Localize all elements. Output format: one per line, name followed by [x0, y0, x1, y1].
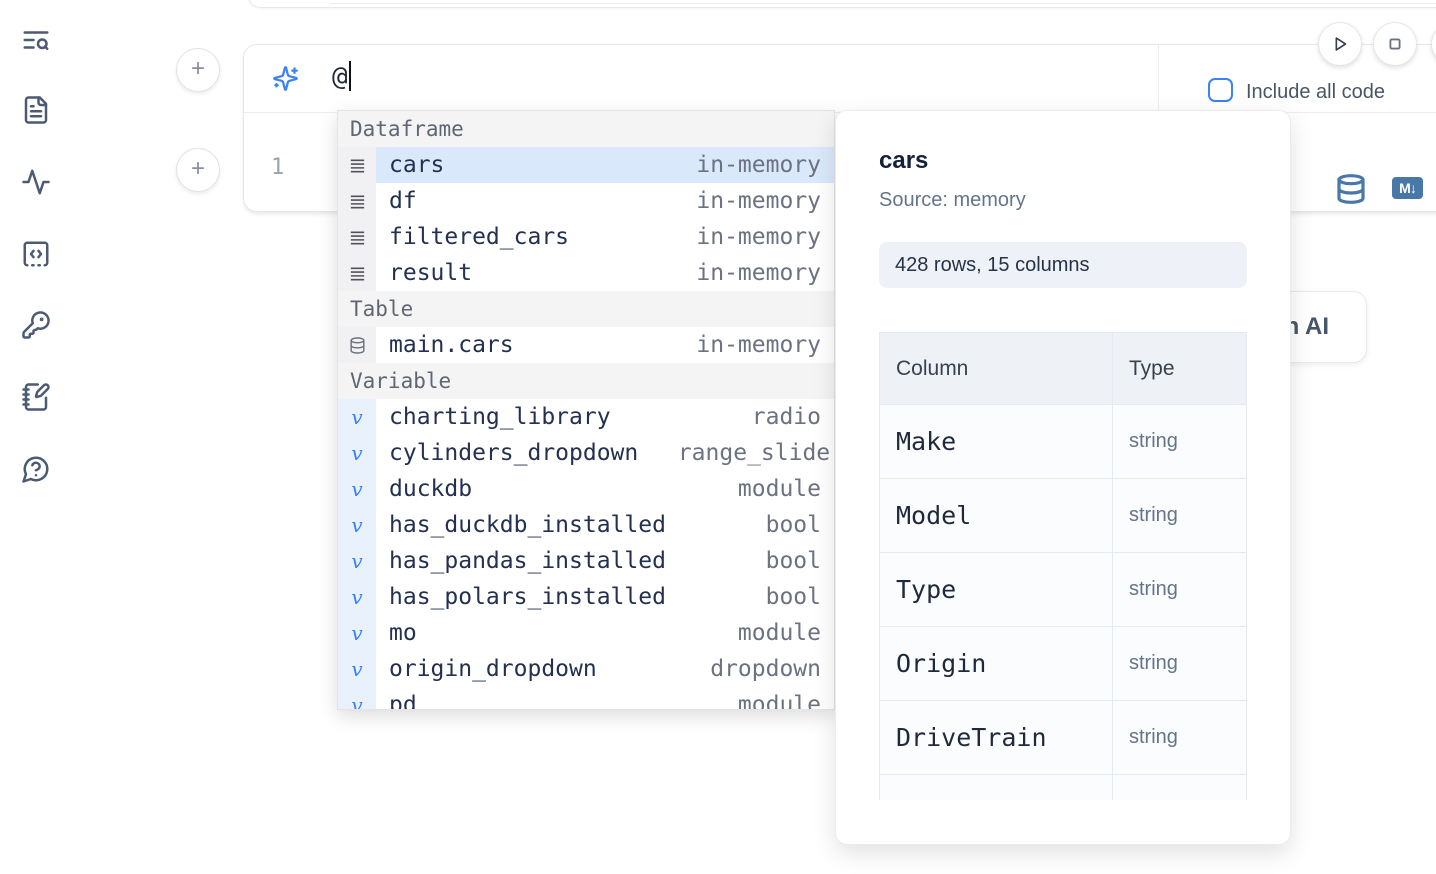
include-all-code-label: Include all code	[1246, 81, 1385, 103]
activity-icon[interactable]	[21, 167, 51, 197]
add-cell-above-button[interactable]: +	[176, 48, 220, 92]
section-header-table: Table	[338, 291, 834, 327]
key-icon[interactable]	[21, 310, 51, 340]
notebook-pen-icon[interactable]	[21, 382, 51, 412]
prompt-divider	[1158, 45, 1159, 113]
datasource-icon[interactable]	[1335, 173, 1367, 205]
schema-header-type: Type	[1112, 332, 1247, 405]
variable-icon: v	[338, 579, 376, 615]
table-row: Origin string	[879, 626, 1247, 701]
stop-button[interactable]	[1373, 22, 1417, 66]
preview-shape-badge: 428 rows, 15 columns	[879, 242, 1247, 288]
database-icon	[338, 327, 376, 363]
code-editor-row[interactable]: 1	[244, 113, 1436, 212]
dataframe-icon	[338, 147, 376, 183]
previous-cell-divider	[330, 3, 1436, 4]
variable-icon: v	[338, 399, 376, 435]
play-icon	[1335, 37, 1347, 51]
schema-table-wrap: Column Type Make string Model string Typ…	[879, 332, 1247, 800]
previous-cell-edge	[247, 0, 1436, 8]
run-cell-button[interactable]	[1318, 22, 1362, 66]
stop-square-icon	[1389, 38, 1401, 50]
sidebar	[0, 0, 72, 874]
variable-icon: v	[338, 435, 376, 471]
section-header-dataframe: Dataframe	[338, 111, 834, 147]
text-caret	[348, 61, 351, 91]
list-search-icon[interactable]	[21, 25, 51, 55]
markdown-icon[interactable]: M↓	[1392, 177, 1423, 199]
variable-icon: v	[338, 507, 376, 543]
variable-icon: v	[338, 543, 376, 579]
variable-icon: v	[338, 615, 376, 651]
table-row: Model string	[879, 478, 1247, 553]
table-row-partial	[879, 774, 1247, 800]
dataframe-icon	[338, 183, 376, 219]
add-cell-below-button[interactable]: +	[176, 148, 220, 192]
help-circle-icon[interactable]	[21, 454, 51, 484]
variable-icon: v	[338, 687, 376, 709]
schema-table: Column Type Make string Model string Typ…	[879, 332, 1247, 800]
schema-header-column: Column	[879, 332, 1113, 405]
variable-icon: v	[338, 471, 376, 507]
preview-title: cars	[879, 147, 929, 174]
table-row: DriveTrain string	[879, 700, 1247, 775]
code-square-icon[interactable]	[21, 239, 51, 269]
variable-icon: v	[338, 651, 376, 687]
section-header-variable: Variable	[338, 363, 834, 399]
file-text-icon[interactable]	[21, 95, 51, 125]
table-row: Make string	[879, 404, 1247, 479]
preview-source: Source: memory	[879, 189, 1026, 211]
ai-prompt-input[interactable]: @	[332, 61, 351, 92]
sparkles-ai-icon	[272, 65, 299, 92]
dataframe-preview-panel: cars Source: memory 428 rows, 15 columns…	[835, 110, 1291, 845]
ai-prompt-row: @ Include all code	[244, 45, 1436, 113]
include-all-code-checkbox[interactable]	[1208, 78, 1233, 102]
line-number: 1	[271, 155, 285, 180]
table-row: Type string	[879, 552, 1247, 627]
dataframe-icon	[338, 255, 376, 291]
dataframe-icon	[338, 219, 376, 255]
